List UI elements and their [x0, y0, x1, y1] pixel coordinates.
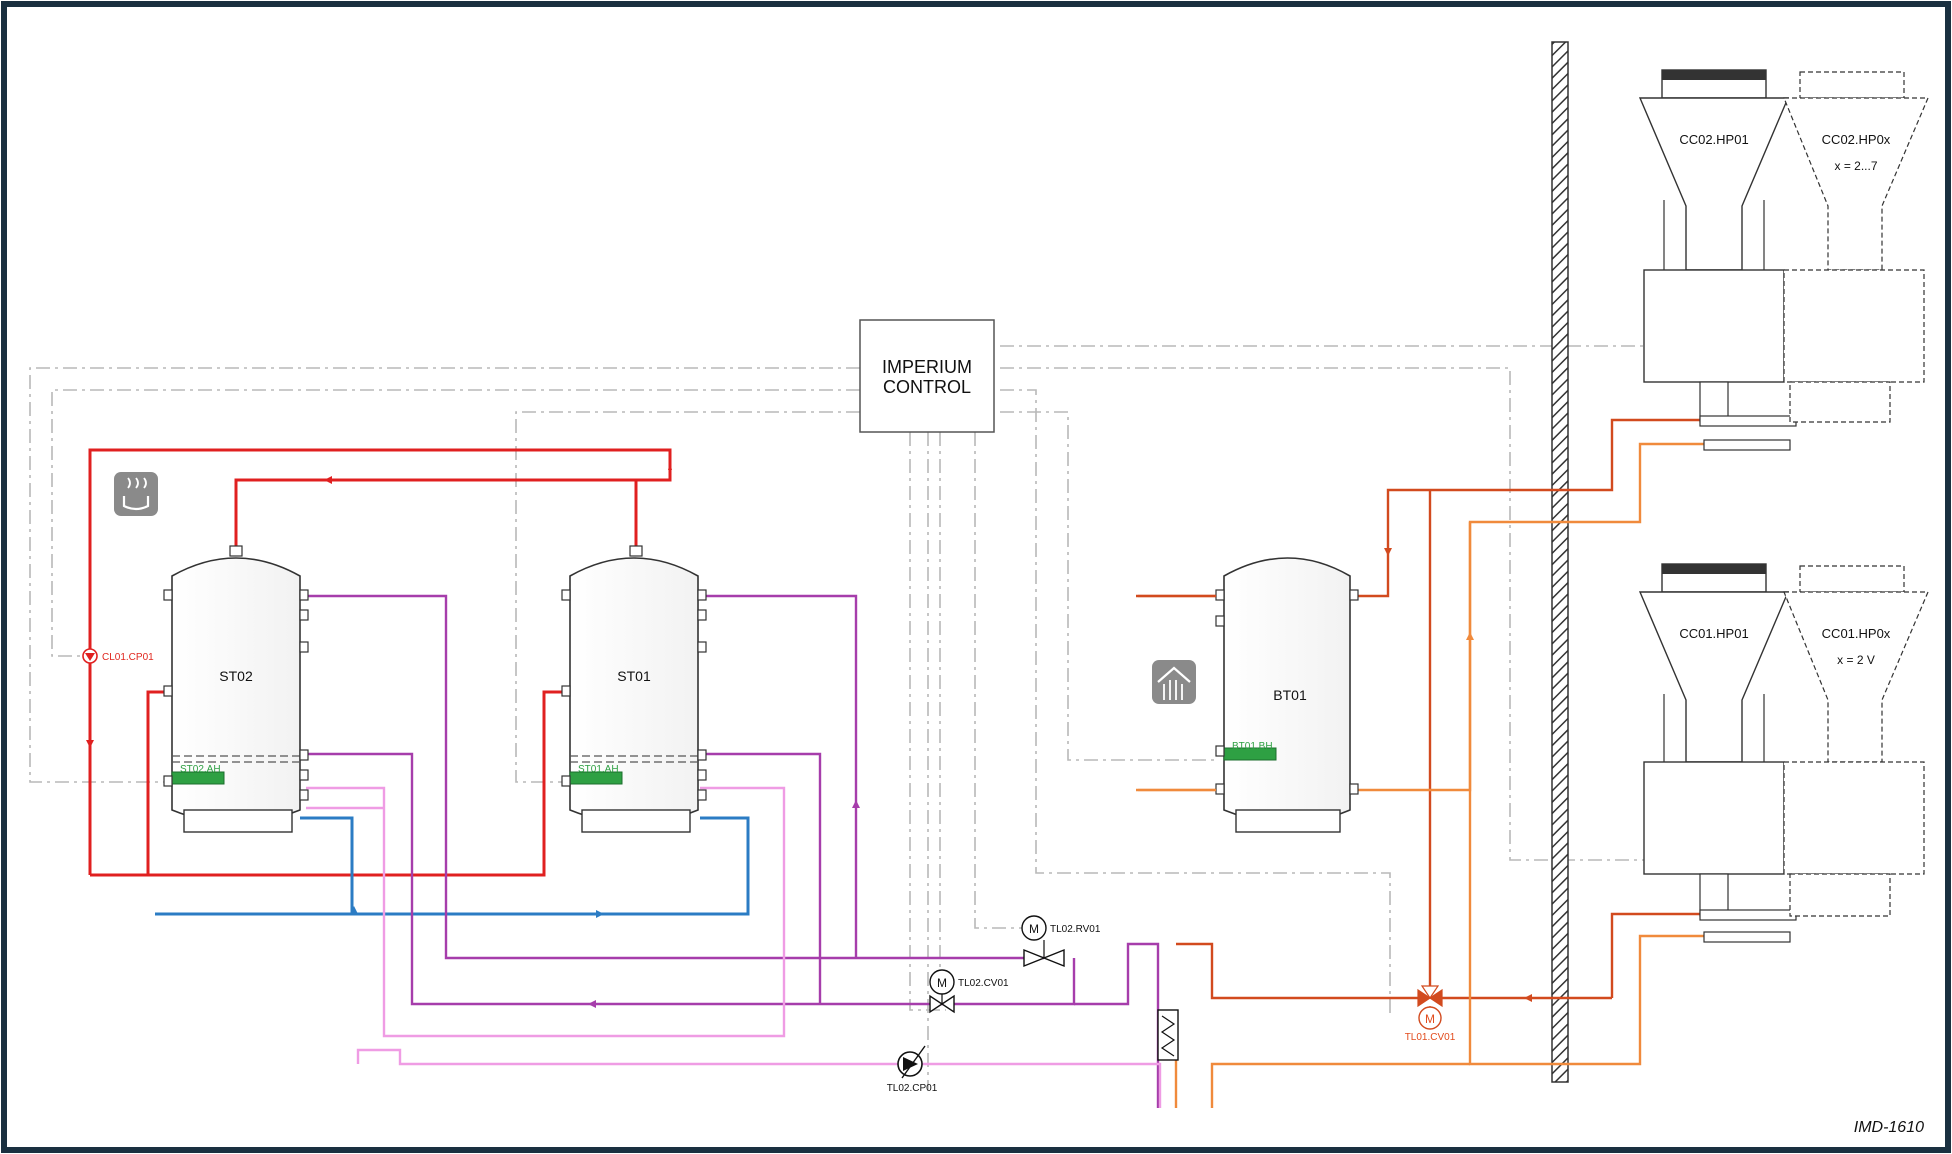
heat-pump-cc01-range: x = 2 V — [1837, 653, 1875, 667]
heat-pump-cc01-hp0x — [1783, 565, 1929, 917]
heat-pump-cc02-hp0x-label: CC02.HP0x — [1822, 132, 1891, 147]
heat-pump-cc01-hp01-label: CC01.HP01 — [1679, 626, 1748, 641]
tank-bt01 — [1215, 557, 1359, 833]
tank-st02-label: ST02 — [219, 668, 253, 684]
controller-label-line2: CONTROL — [883, 377, 971, 397]
valve-tl01-cv01-actuator: M — [1425, 1012, 1435, 1026]
primary-loop-pipes — [306, 594, 1160, 1108]
heater-st01-label: ST01.AH — [578, 764, 619, 775]
flow-arrows — [86, 462, 1532, 1008]
pump-tl02[interactable] — [897, 1045, 926, 1079]
pump-tl02-label: TL02.CP01 — [887, 1083, 938, 1094]
secondary-loop-pipes — [306, 786, 1162, 1108]
pump-cl01-label: CL01.CP01 — [102, 652, 154, 663]
imperium-control-box — [859, 319, 995, 433]
tank-bt01-label: BT01 — [1273, 687, 1307, 703]
tank-st02 — [163, 545, 309, 833]
valve-tl01-cv01[interactable] — [1417, 985, 1443, 1030]
heat-pump-cc02-hp01 — [1638, 69, 1797, 451]
pump-cl01[interactable] — [82, 648, 98, 664]
heat-exchanger — [1157, 1009, 1179, 1061]
heater-st02-label: ST02.AH — [180, 764, 221, 775]
heat-pump-cc02-range: x = 2...7 — [1834, 159, 1877, 173]
heat-pump-cc02-hp01-label: CC02.HP01 — [1679, 132, 1748, 147]
valve-tl02-rv01[interactable] — [1021, 915, 1065, 968]
valve-tl02-rv01-actuator: M — [1029, 922, 1039, 936]
valve-tl01-cv01-label: TL01.CV01 — [1405, 1032, 1456, 1043]
control-lines — [29, 345, 1645, 1090]
space-heating-icon — [1152, 660, 1196, 704]
heat-pump-cc01-hp01 — [1638, 563, 1797, 943]
heater-bt01-label: BT01.BH — [1232, 741, 1273, 752]
tank-st01 — [561, 545, 707, 833]
valve-tl02-cv01[interactable] — [929, 969, 955, 1014]
heat-pump-cc01-hp0x-label: CC01.HP0x — [1822, 626, 1891, 641]
valve-tl02-cv01-actuator: M — [937, 976, 947, 990]
heat-pump-cc02-hp0x — [1783, 71, 1929, 423]
diagram-id: IMD-1610 — [1854, 1119, 1924, 1136]
controller-label-line1: IMPERIUM — [882, 357, 972, 377]
dhw-icon — [114, 472, 158, 516]
tank-st01-label: ST01 — [617, 668, 651, 684]
space-heating-connections — [1138, 594, 1216, 792]
heat-pump-supply-pipes — [1136, 418, 1705, 1000]
valve-tl02-rv01-label: TL02.RV01 — [1050, 924, 1101, 935]
valve-tl02-cv01-label: TL02.CV01 — [958, 978, 1009, 989]
building-wall — [1551, 41, 1569, 1083]
cold-supply-pipes — [155, 816, 750, 916]
